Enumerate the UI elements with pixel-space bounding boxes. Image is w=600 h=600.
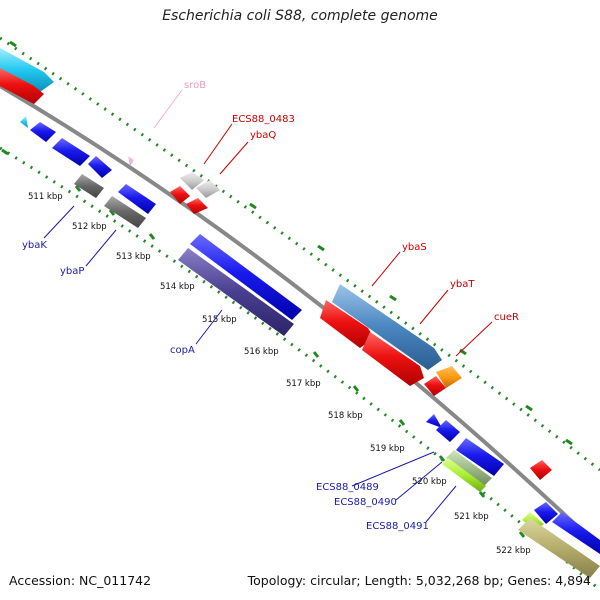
tick-label: 522 kbp [496,546,531,556]
outer-major-ticks [9,40,573,446]
reverse-label-leaders [43,205,457,523]
forward-label-leaders [153,89,493,357]
gene-ybaP-gray[interactable] [104,196,146,228]
gene-reverse-blue-7[interactable] [534,502,558,524]
tick-label: 513 kbp [116,252,151,262]
tick-label: 511 kbp [28,192,63,202]
gene-label-cueR: cueR [494,312,519,323]
gene-ybaS-red[interactable] [320,300,374,348]
tick-label: 521 kbp [454,512,489,522]
gene-reverse-blue-2[interactable] [52,138,90,166]
gene-ECS88_0491-lime[interactable] [442,458,486,492]
gene-label-ECS88_0490: ECS88_0490 [334,497,397,508]
gene-label-copA: copA [170,345,195,356]
gene-label-ybaK: ybaK [22,240,47,251]
gene-label-ybaQ: ybaQ [250,130,276,141]
gene-label-ybaS: ybaS [402,242,427,253]
gene-label-ybaT: ybaT [450,279,475,290]
tick-label: 519 kbp [370,444,405,454]
gene-reverse-blue-8[interactable] [552,512,600,554]
gene-ybaQ-red-1[interactable] [170,186,190,204]
gene-reverse-blue-5[interactable] [426,414,442,428]
gene-reverse-blue-4[interactable] [118,184,156,214]
gene-red-small-a[interactable] [424,376,446,396]
gene-copA-purple[interactable] [178,248,294,336]
outer-tick-ring-dots [0,36,600,472]
tick-label: 514 kbp [160,282,195,292]
genome-backbone [0,84,600,550]
tick-label: 520 kbp [412,477,447,487]
tick-label: 512 kbp [72,222,107,232]
gene-red-small-b[interactable] [530,460,552,480]
gene-reverse-blue-3[interactable] [88,156,112,178]
tick-label: 516 kbp [244,347,279,357]
gene-label-sroB: sroB [184,80,206,91]
gene-reverse-blue-1[interactable] [30,122,56,142]
tick-label: 518 kbp [328,411,363,421]
gene-label-ECS88_0489: ECS88_0489 [316,482,379,493]
gene-copA-blue[interactable] [190,234,302,320]
gene-reverse-blue-6[interactable] [436,420,460,442]
gene-ybaK-gray[interactable] [74,174,104,198]
gene-ECS88_0490-sage[interactable] [446,450,492,486]
tick-label: 517 kbp [286,379,321,389]
gene-cueR-orange[interactable] [436,366,462,388]
tick-labels: 511 kbp 512 kbp 513 kbp 514 kbp 515 kbp … [28,192,531,556]
accession-text: Accession: NC_011742 [9,573,152,588]
topology-text: Topology: circular; Length: 5,032,268 bp… [247,573,591,588]
gene-light-gray-box[interactable] [196,180,220,198]
gene-label-ECS88_0491: ECS88_0491 [366,521,429,532]
gene-ybaS-steel[interactable] [332,284,442,370]
gene-feature-red-outer[interactable] [0,68,44,104]
gene-sroB-marker[interactable] [128,156,134,166]
gene-label-ybaP: ybaP [60,266,84,277]
gene-cyan-marker[interactable] [20,116,28,128]
genome-title: Escherichia coli S88, complete genome [162,8,438,24]
tick-label: 515 kbp [202,315,237,325]
gene-ECS88_0483-box[interactable] [180,172,204,190]
gene-feature-cyan-outer[interactable] [0,48,54,92]
gene-label-ECS88_0483: ECS88_0483 [232,114,295,125]
gene-olive-box[interactable] [518,518,600,578]
gene-ECS88_0489-blue[interactable] [456,438,504,476]
gene-ybaQ-red-2[interactable] [186,198,208,214]
gene-ybaT-red[interactable] [362,332,424,386]
inner-tick-ring-dots [0,146,600,592]
